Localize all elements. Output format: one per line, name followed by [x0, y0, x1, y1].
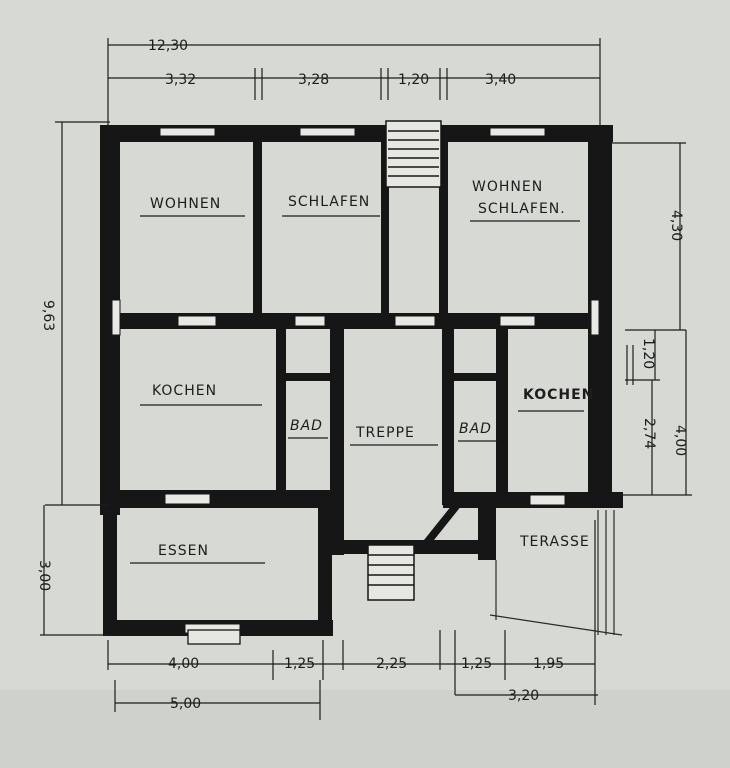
dim-bottom-4: 1,25 [461, 656, 492, 672]
dimension-labels: 12,30 3,32 3,28 1,20 3,40 9,63 3,00 4,30… [36, 38, 688, 712]
terrace-outline [489, 510, 623, 636]
dim-right-upper: 4,30 [668, 210, 684, 241]
dim-right-small: 1,20 [640, 338, 656, 369]
dim-left-main: 9,63 [40, 300, 56, 331]
room-label-wohnen-schlafen-line2: SCHLAFEN. [478, 201, 566, 217]
room-label-essen: ESSEN [158, 543, 209, 559]
room-label-terasse: TERASSE [519, 534, 590, 550]
room-label-bad-left: BAD [290, 418, 323, 434]
room-label-wohnen: WOHNEN [150, 196, 221, 212]
room-label-kochen-left: KOCHEN [152, 383, 217, 399]
dim-bottom-2: 1,25 [284, 656, 315, 672]
dim-bottom-1: 4,00 [168, 656, 199, 672]
paper-shadow [0, 690, 730, 768]
room-label-schlafen: SCHLAFEN [288, 194, 370, 210]
room-label-treppe: TREPPE [355, 425, 415, 441]
dim-bottom-row2-left: 5,00 [170, 696, 201, 712]
dim-top-1: 3,32 [165, 72, 196, 88]
dim-right-mid: 2,74 [641, 418, 657, 449]
dim-left-lower: 3,00 [36, 560, 52, 591]
dim-top-4: 3,40 [485, 72, 516, 88]
dim-bottom-row2-right: 3,20 [508, 688, 539, 704]
stair-top [385, 120, 442, 188]
dim-bottom-3: 2,25 [376, 656, 407, 672]
dim-top-total: 12,30 [148, 38, 188, 54]
dim-right-lower: 4,00 [672, 425, 688, 456]
dim-top-2: 3,28 [298, 72, 329, 88]
walls [100, 125, 623, 636]
essen-step [187, 629, 241, 645]
room-label-kochen-right: KOCHEN [523, 387, 594, 403]
windows [111, 127, 600, 634]
dim-bottom-5: 1,95 [533, 656, 564, 672]
dimension-lines [40, 38, 692, 720]
room-label-wohnen-schlafen-line1: WOHNEN [472, 179, 543, 195]
dim-top-3: 1,20 [398, 72, 429, 88]
room-label-bad-right: BAD [459, 421, 492, 437]
stair-entrance [367, 544, 415, 601]
